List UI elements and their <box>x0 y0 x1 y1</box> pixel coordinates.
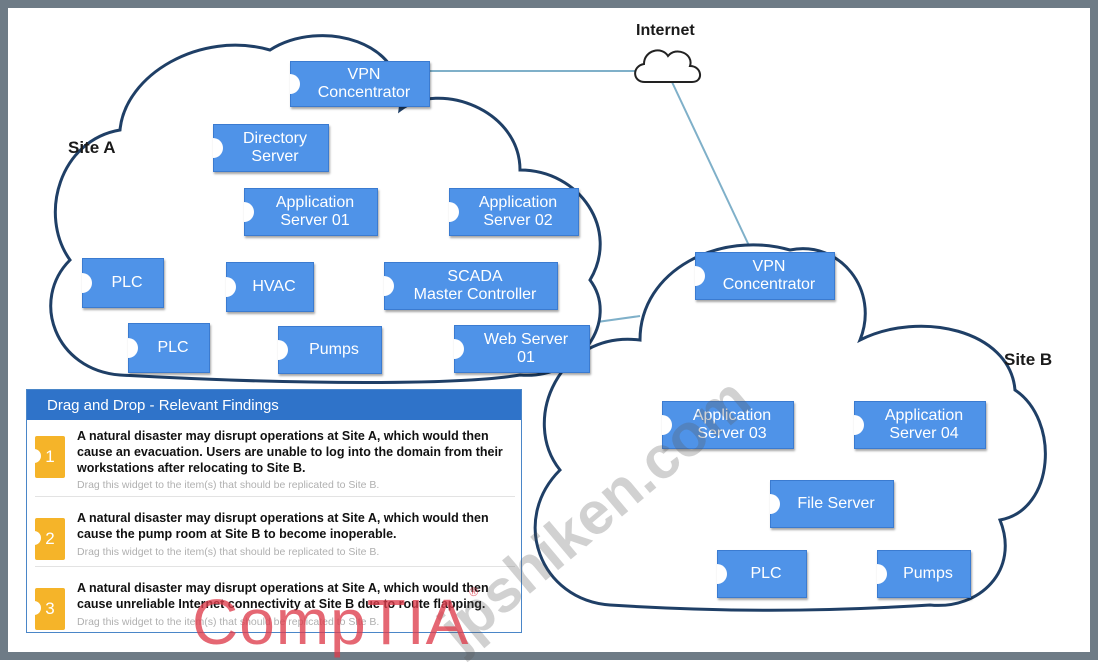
node-label: Application Server 04 <box>884 407 964 442</box>
node-label: PLC <box>157 339 189 356</box>
finding-widget-2[interactable]: 2 A natural disaster may disrupt operati… <box>34 510 515 574</box>
site-b-application-server-04[interactable]: Application Server 04 <box>854 401 986 449</box>
site-b-application-server-03[interactable]: Application Server 03 <box>662 401 794 449</box>
finding-text: A natural disaster may disrupt operation… <box>77 581 489 611</box>
internet-label: Internet <box>636 22 695 39</box>
comptia-logo: CompTIA® <box>192 585 479 659</box>
relevant-findings-panel: Drag and Drop - Relevant Findings 1 A na… <box>26 389 522 633</box>
node-label: Pumps <box>309 341 359 358</box>
site-b-pumps[interactable]: Pumps <box>877 550 971 598</box>
finding-number-badge: 2 <box>34 518 65 560</box>
finding-hint: Drag this widget to the item(s) that sho… <box>77 616 380 628</box>
cloud-icon <box>634 49 701 83</box>
site-b-plc[interactable]: PLC <box>717 550 807 598</box>
finding-text: A natural disaster may disrupt operation… <box>77 511 489 541</box>
site-a-web-server-01[interactable]: Web Server 01 <box>454 325 590 373</box>
divider <box>35 566 515 567</box>
brand-registered-mark: ® <box>469 585 480 599</box>
node-label: Web Server 01 <box>483 331 569 366</box>
node-label: VPN Concentrator <box>722 258 816 293</box>
site-a-vpn-concentrator[interactable]: VPN Concentrator <box>290 61 430 107</box>
finding-number-badge: 3 <box>34 588 65 630</box>
site-b-vpn-concentrator[interactable]: VPN Concentrator <box>695 252 835 300</box>
site-a-application-server-02[interactable]: Application Server 02 <box>449 188 579 236</box>
finding-hint: Drag this widget to the item(s) that sho… <box>77 546 380 558</box>
link-internet-to-vpn-b <box>671 81 753 253</box>
site-a-plc-2[interactable]: PLC <box>128 323 210 373</box>
site-b-label: Site B <box>1004 350 1053 369</box>
site-a-pumps[interactable]: Pumps <box>278 326 382 374</box>
node-label: File Server <box>797 495 875 512</box>
brand-name: CompTIA <box>192 586 470 658</box>
node-label: SCADA Master Controller <box>413 268 537 303</box>
node-label: Application Server 01 <box>275 194 355 229</box>
node-label: HVAC <box>252 278 296 295</box>
node-label: Pumps <box>903 565 953 582</box>
finding-widget-3[interactable]: 3 A natural disaster may disrupt operati… <box>34 580 515 644</box>
node-label: PLC <box>111 274 143 291</box>
node-label: Application Server 02 <box>478 194 558 229</box>
node-label: PLC <box>750 565 782 582</box>
node-label: VPN Concentrator <box>317 66 411 101</box>
panel-title: Drag and Drop - Relevant Findings <box>27 390 521 420</box>
node-label: Directory Server <box>242 130 307 165</box>
finding-widget-1[interactable]: 1 A natural disaster may disrupt operati… <box>34 428 515 492</box>
site-a-plc-1[interactable]: PLC <box>82 258 164 308</box>
node-label: Application Server 03 <box>692 407 772 442</box>
site-a-label: Site A <box>68 138 116 157</box>
site-a-scada-master-controller[interactable]: SCADA Master Controller <box>384 262 558 310</box>
site-a-application-server-01[interactable]: Application Server 01 <box>244 188 378 236</box>
divider <box>35 496 515 497</box>
site-a-directory-server[interactable]: Directory Server <box>213 124 329 172</box>
site-b-file-server[interactable]: File Server <box>770 480 894 528</box>
finding-text: A natural disaster may disrupt operation… <box>77 429 503 475</box>
finding-number-badge: 1 <box>34 436 65 478</box>
finding-hint: Drag this widget to the item(s) that sho… <box>77 479 380 491</box>
site-a-hvac[interactable]: HVAC <box>226 262 314 312</box>
